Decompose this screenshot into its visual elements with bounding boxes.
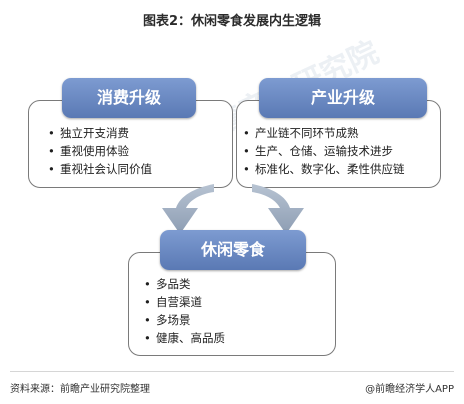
left-arrow-icon [162,184,214,234]
list-item: 重视使用体验 [48,142,152,160]
list-item: 多场景 [144,311,225,329]
list-item: 标准化、数字化、柔性供应链 [243,160,405,178]
list-item: 独立开支消费 [48,124,152,142]
consumption-list: 独立开支消费 重视使用体验 重视社会认同价值 [48,124,152,178]
list-item: 健康、高品质 [144,329,225,347]
list-item: 多品类 [144,275,225,293]
industry-badge: 产业升级 [259,78,427,118]
list-item: 产业链不同环节成熟 [243,124,405,142]
snack-list: 多品类 自营渠道 多场景 健康、高品质 [144,275,225,347]
chart-title: 图表2：休闲零食发展内生逻辑 [142,14,322,29]
brand-credit: @前瞻经济学人APP [365,384,454,395]
source-note: 资料来源：前瞻产业研究院整理 [10,384,150,395]
list-item: 自营渠道 [144,293,225,311]
list-item: 生产、仓储、运输技术进步 [243,142,405,160]
footer-divider [10,371,454,372]
snack-badge: 休闲零食 [160,230,306,270]
consumption-badge: 消费升级 [62,78,196,118]
right-arrow-icon [252,184,304,234]
list-item: 重视社会认同价值 [48,160,152,178]
industry-list: 产业链不同环节成熟 生产、仓储、运输技术进步 标准化、数字化、柔性供应链 [243,124,405,178]
